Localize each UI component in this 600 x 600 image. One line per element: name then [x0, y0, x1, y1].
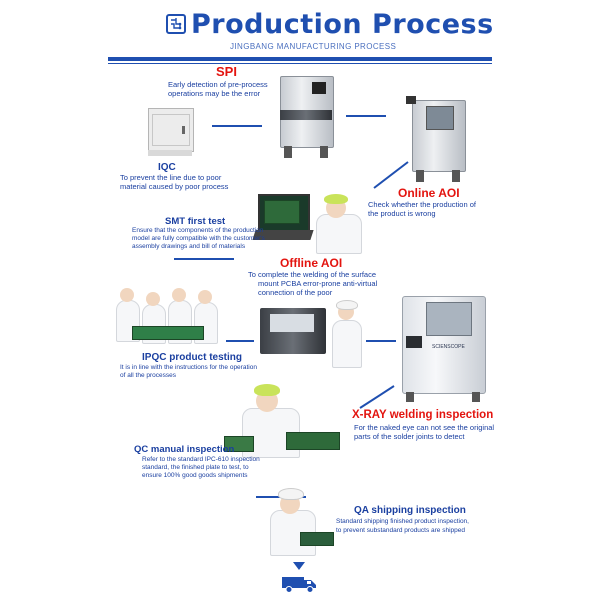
header-divider-thin — [108, 63, 492, 64]
spi-machine-image — [274, 76, 338, 158]
connector-line — [174, 258, 234, 260]
ipqc-title: IPQC product testing — [142, 352, 242, 363]
spi-desc-line: operations may be the error — [168, 89, 261, 98]
connector-line — [373, 161, 409, 189]
qc-manual-desc-line: Refer to the standard IPC-610 inspection — [142, 456, 260, 463]
smt-first-test-title: SMT first test — [165, 216, 226, 227]
iqc-desc-line: material caused by poor process — [120, 182, 229, 191]
offline-aoi-image — [252, 300, 364, 368]
iqc-desc: To prevent the line due to poor material… — [120, 173, 228, 191]
connector-line — [366, 340, 396, 342]
xray-brand-label: SCIENSCOPE — [432, 344, 465, 350]
connector-line — [359, 385, 395, 409]
qa-shipping-image — [252, 486, 334, 556]
offline-aoi-desc: To complete the welding of the surface m… — [248, 270, 377, 297]
offline-aoi-desc-line: To complete the welding of the surface — [248, 270, 376, 279]
qc-manual-desc: Refer to the standard IPC-610 inspection… — [142, 456, 260, 480]
online-aoi-desc-line: Check whether the production of — [368, 200, 476, 209]
spi-desc: Early detection of pre-process operation… — [168, 80, 268, 98]
connector-line — [346, 115, 386, 117]
spi-desc-line: Early detection of pre-process — [168, 80, 268, 89]
qa-shipping-desc-line: to prevent substandard products are ship… — [336, 527, 466, 534]
iqc-desc-line: To prevent the line due to poor — [120, 173, 222, 182]
qa-shipping-desc: Standard shipping finished product inspe… — [336, 517, 469, 535]
qa-shipping-desc-line: Standard shipping finished product inspe… — [336, 518, 469, 525]
xray-desc-line: parts of the solder joints to detect — [354, 432, 465, 441]
connector-line — [226, 340, 254, 342]
delivery-truck-icon — [282, 577, 316, 593]
xray-title: X-RAY welding inspection — [352, 409, 494, 421]
smt-desc-line: Ensure that the components of the produc… — [132, 227, 264, 234]
header-divider — [108, 57, 492, 61]
ipqc-desc: It is in line with the instructions for … — [120, 364, 257, 380]
smt-first-test-desc: Ensure that the components of the produc… — [132, 227, 265, 251]
qc-manual-image — [224, 380, 342, 458]
ipqc-desc-line: of all the processes — [120, 372, 177, 379]
xray-desc-line: For the naked eye can not see the origin… — [354, 423, 495, 432]
online-aoi-desc: Check whether the production of the prod… — [368, 200, 476, 218]
online-aoi-title: Online AOI — [398, 186, 460, 200]
ipqc-desc-line: It is in line with the instructions for … — [120, 364, 257, 371]
iqc-title: IQC — [158, 162, 176, 173]
qc-manual-title: QC manual inspection — [134, 444, 235, 455]
iqc-oven-image — [144, 108, 196, 158]
qc-manual-desc-line: ensure 100% good goods shipments — [142, 472, 248, 479]
online-aoi-machine-image — [402, 96, 472, 182]
offline-aoi-desc-line: mount PCBA error-prone anti-virtual — [258, 279, 378, 288]
qc-manual-desc-line: standard, the finished plate to test, to — [142, 464, 249, 471]
offline-aoi-title: Offline AOI — [280, 256, 343, 270]
ipqc-team-image — [112, 280, 222, 348]
smt-first-test-image — [252, 190, 366, 254]
smt-desc-line: model are fully compatible with the cust… — [132, 235, 265, 242]
offline-aoi-desc-line: connection of the poor — [258, 288, 333, 297]
circuit-logo-icon — [166, 14, 186, 34]
page-title: Production Process — [191, 9, 494, 40]
xray-desc: For the naked eye can not see the origin… — [354, 423, 494, 441]
connector-line — [212, 125, 262, 127]
smt-desc-line: assembly drawings and bill of materials — [132, 243, 246, 250]
online-aoi-desc-line: the product is wrong — [368, 209, 436, 218]
spi-title: SPI — [216, 64, 237, 79]
qa-shipping-title: QA shipping inspection — [354, 505, 466, 516]
down-arrow-icon — [293, 562, 305, 570]
page-subtitle: JINGBANG MANUFACTURING PROCESS — [230, 42, 397, 51]
xray-machine-image: SCIENSCOPE — [398, 292, 490, 402]
